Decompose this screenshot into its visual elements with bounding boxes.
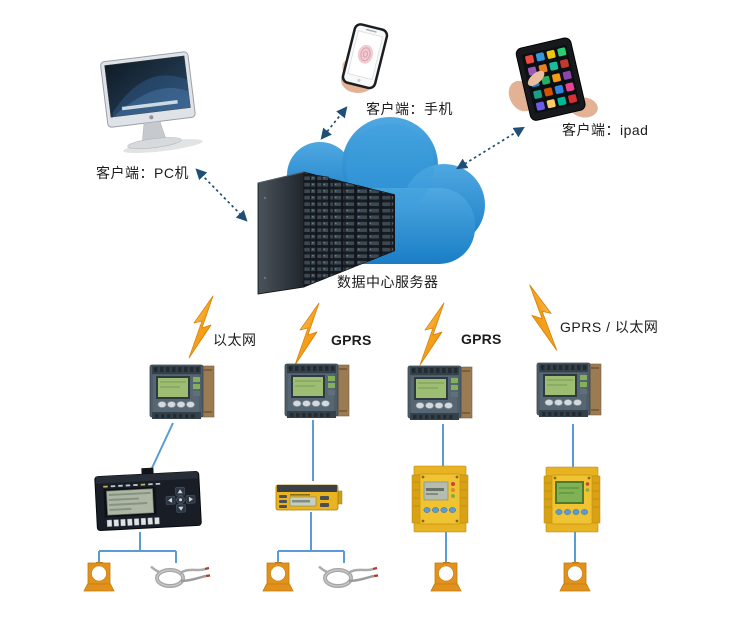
current-transformer-1: [83, 561, 115, 592]
phone-client-image: [341, 23, 389, 93]
sensor-cable-2: [317, 564, 380, 588]
link-label-ethernet: 以太网: [213, 332, 257, 348]
phone-client-label: 客户端：手机: [366, 101, 453, 117]
finger-icon: [527, 70, 545, 86]
ipad-client-image: [508, 37, 598, 121]
data-collector-3: [407, 365, 473, 421]
branch-line-meter2: [277, 512, 345, 563]
nav-pad: [165, 486, 196, 513]
datacenter-label: 数据中心服务器: [337, 274, 439, 290]
data-collector-2: [284, 363, 350, 419]
arrow-pc-cloud: [195, 168, 248, 222]
current-transformer-4: [559, 561, 591, 592]
arrow-ipad-cloud: [456, 126, 525, 170]
branch-line-meter1: [98, 532, 177, 563]
lightning-bolt-3: [419, 302, 445, 366]
meter-1-black-power-meter: [94, 467, 202, 532]
link-label-gprs-1: GPRS: [331, 332, 372, 348]
sensor-cable-1: [149, 564, 212, 588]
data-collector-4: [536, 362, 602, 418]
current-transformer-3: [430, 561, 462, 592]
ipad-client-label: 客户端：ipad: [562, 122, 649, 138]
meter-3-yellow-din: [411, 465, 469, 533]
app-grid: [525, 47, 578, 111]
lightning-bolt-1: [188, 295, 214, 359]
current-transformer-2: [262, 561, 294, 592]
meter-2-yellow-horizontal: [275, 484, 343, 511]
pc-client-image: [100, 51, 203, 154]
link-label-gprs-2: GPRS: [461, 331, 502, 347]
pc-client-label: 客户端：PC机: [96, 165, 189, 181]
arrow-phone-cloud: [320, 106, 348, 140]
lightning-bolt-2: [294, 302, 320, 366]
link-line-collector1-meter1: [151, 422, 174, 469]
link-label-gprs-ethernet: GPRS / 以太网: [560, 319, 659, 335]
lightning-bolt-4: [529, 284, 558, 351]
data-collector-1: [149, 364, 215, 420]
server-rack: [257, 171, 395, 295]
meter-4-yellow-din-green-lcd: [543, 466, 601, 533]
